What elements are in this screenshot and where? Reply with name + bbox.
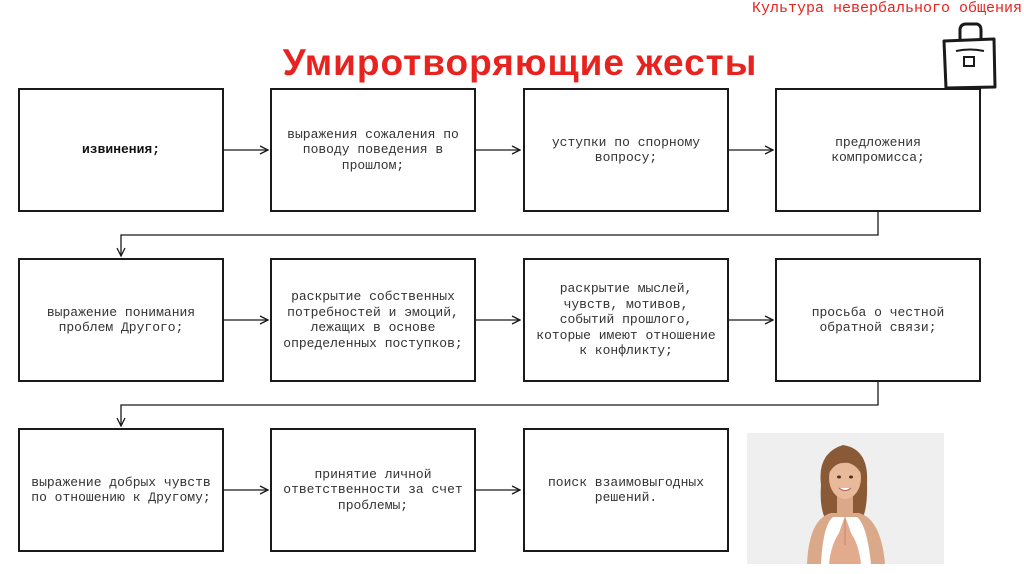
flow-box: раскрытие собственных потребностей и эмо… <box>270 258 476 382</box>
flow-box: извинения; <box>18 88 224 212</box>
flow-box-text: принятие личной ответственности за счет … <box>283 466 463 513</box>
flow-box-text: предложения компромисса; <box>831 134 925 166</box>
flow-box-text: раскрытие собственных потребностей и эмо… <box>283 289 463 351</box>
woman-photo <box>747 433 944 564</box>
connector-row2-row3 <box>121 381 879 426</box>
flow-box: выражения сожаления по поводу поведения … <box>270 88 476 212</box>
flow-box-text: раскрытие мыслей, чувств, мотивов, событ… <box>536 281 716 359</box>
flow-box: поиск взаимовыгодных решений. <box>523 428 729 552</box>
flow-box: раскрытие мыслей, чувств, мотивов, событ… <box>523 258 729 382</box>
flow-box: просьба о честной обратной связи; <box>775 258 981 382</box>
flow-box: выражение добрых чувств по отношению к Д… <box>18 428 224 552</box>
flow-box-text: выражения сожаления по поводу поведения … <box>287 126 459 173</box>
page-title: Умиротворяющие жесты <box>282 42 758 83</box>
flow-box-text: поиск взаимовыгодных решений. <box>547 474 705 506</box>
flow-box-text: извинения; <box>81 142 160 158</box>
flow-box-text: уступки по спорному вопросу; <box>551 134 701 166</box>
flow-box: принятие личной ответственности за счет … <box>270 428 476 552</box>
flow-box-text: выражение добрых чувств по отношению к Д… <box>31 474 211 506</box>
flow-box: уступки по спорному вопросу; <box>523 88 729 212</box>
connector-row1-row2 <box>121 211 879 256</box>
flow-box: выражение понимания проблем Другого; <box>18 258 224 382</box>
shopping-bag-icon <box>942 22 997 90</box>
header-subtitle: Культура невербального общения <box>751 0 1022 17</box>
flow-box-text: выражение понимания проблем Другого; <box>46 304 196 336</box>
flow-box: предложения компромисса; <box>775 88 981 212</box>
flow-box-text: просьба о честной обратной связи; <box>811 304 945 336</box>
